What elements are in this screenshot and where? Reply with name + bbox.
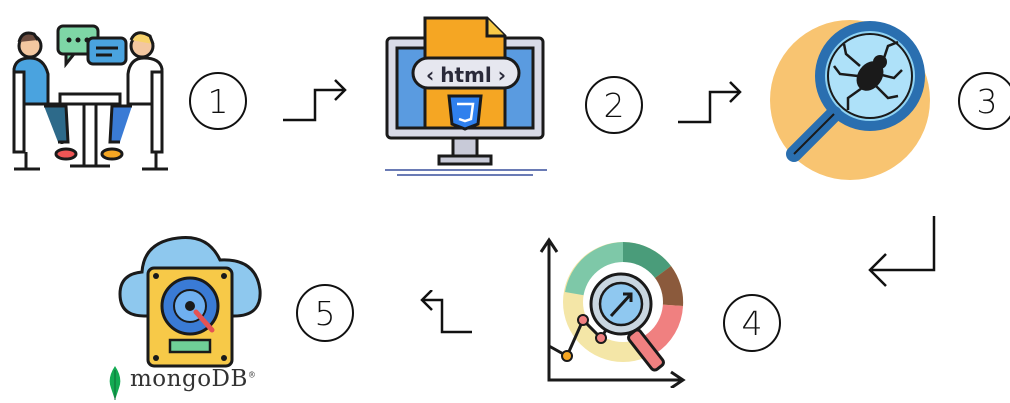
mongodb-leaf-icon	[109, 366, 121, 400]
mongodb-logo-text: mongoDB®	[130, 366, 256, 392]
chevron-right-icon: ›	[497, 63, 506, 87]
arrow-down-left-icon	[868, 216, 936, 287]
meeting-icon	[12, 24, 168, 171]
step-number-3: 3	[958, 72, 1010, 130]
mongodb-registered-mark: ®	[247, 370, 257, 380]
bug-search-icon	[770, 20, 930, 180]
arrow-left-up-icon	[420, 290, 472, 334]
arrow-right-up-icon	[678, 81, 742, 124]
html-badge-label: html	[440, 63, 492, 87]
html-monitor-icon	[385, 16, 547, 176]
mongodb-label: mongoDB	[130, 366, 248, 392]
html-badge: ‹html›	[413, 60, 519, 90]
data-analysis-icon	[539, 237, 686, 388]
arrow-right-up-icon	[283, 79, 347, 122]
cloud-storage-icon	[118, 235, 262, 368]
step-number-4: 4	[723, 294, 781, 352]
step-number-5: 5	[296, 284, 354, 342]
chevron-left-icon: ‹	[426, 63, 435, 87]
step-number-1: 1	[189, 72, 247, 130]
step-number-2: 2	[585, 76, 643, 134]
